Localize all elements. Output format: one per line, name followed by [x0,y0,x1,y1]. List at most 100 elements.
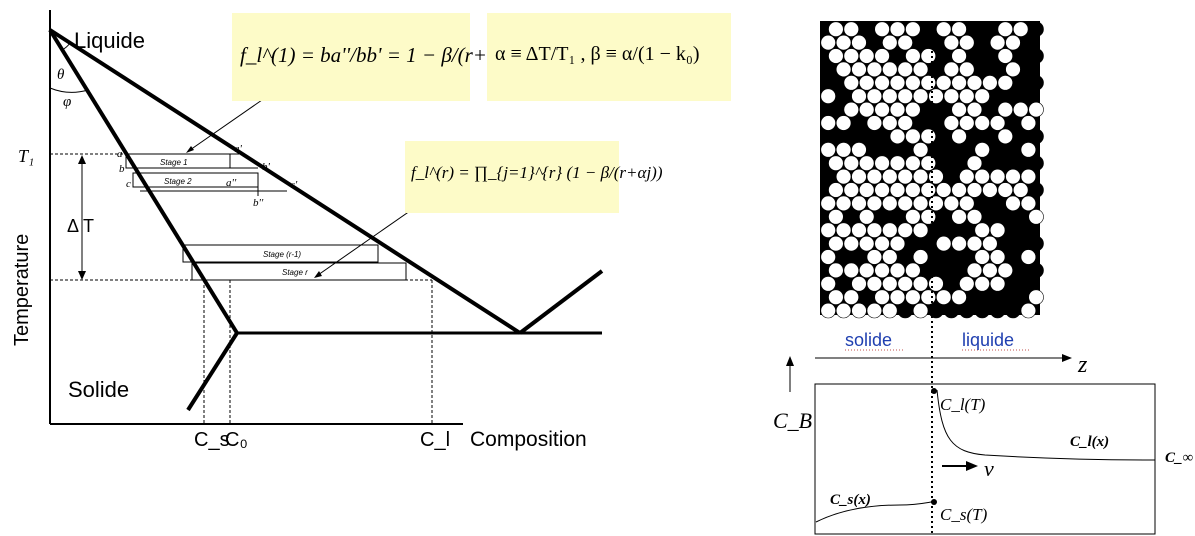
grain [997,235,1013,252]
cl-label: C_l [420,429,450,451]
grain [889,48,906,64]
grain [905,128,921,145]
grain [966,48,983,64]
grain [828,101,844,118]
clt-label: C_l(T) [940,395,986,414]
grain [835,115,852,131]
grain [928,302,944,319]
grain [943,61,960,78]
grain [1012,48,1029,64]
grain [851,34,867,51]
formula-f1-box: f_l^(1) = ba''/bb' = 1 − β/(r+α) [232,13,505,101]
grain [920,21,936,37]
grain [974,115,990,131]
grain [897,142,913,158]
grain [1005,34,1021,51]
grain [982,101,998,118]
grain [835,142,852,158]
theta-arc [61,42,71,51]
grain [966,182,983,198]
phase-diagram: Liquide Solide Temperature Composition T… [11,10,604,451]
grain [874,235,890,252]
grain [820,168,836,185]
grain [1012,182,1029,198]
grain [1028,235,1044,252]
grain [912,34,929,51]
grain [882,302,898,319]
grain [974,222,990,238]
formula-alpha-beta-box: α ≡ ΔT/T₁ , β ≡ α/(1 − k₀) [487,13,731,101]
grain [1028,262,1044,279]
grain [928,276,944,292]
grain [843,48,859,64]
stage-2-label: Stage 2 [164,177,192,186]
y-axis-label: Temperature [11,234,33,346]
grain [1020,142,1037,158]
grain [889,209,906,225]
grain [874,155,890,171]
grain [1012,21,1029,37]
stage-r1-box [182,244,379,263]
csx-label: C_s(x) [830,492,871,508]
grain [974,88,990,104]
velocity-arrowhead [966,461,978,471]
grain [843,128,859,145]
grain [889,289,906,305]
grain [920,289,936,305]
grain [997,21,1013,37]
grain [843,155,859,171]
grain [897,249,913,265]
grain [905,21,921,37]
grain [866,61,883,78]
grain [982,235,998,252]
grain [874,128,890,145]
grain [851,276,867,292]
grain [835,249,852,265]
grain [858,101,875,118]
grain [920,48,936,64]
grain [943,88,960,104]
x-axis-label: Composition [470,428,587,451]
microstructure-panel [820,21,1044,536]
point-b-double-prime: b'' [253,197,264,209]
formula-f1: f_l^(1) = ba''/bb' = 1 − β/(r+α) [240,43,505,67]
grain [889,128,906,145]
grain [951,235,967,252]
grain [935,182,952,198]
grain [920,182,936,198]
stage-r1-label: Stage (r-1) [263,250,301,259]
grain [982,182,998,198]
grain [966,128,983,145]
grain [851,249,867,265]
grain [1005,115,1021,131]
grain [943,222,960,238]
cb-label: C_B [773,408,812,433]
grain [897,115,913,131]
grain [835,61,852,78]
grain [874,182,890,198]
grain [835,34,852,51]
grain [835,88,852,104]
grain [1028,21,1044,37]
grain [866,88,883,104]
phi-label: φ [63,94,71,110]
grain [959,249,975,265]
grain [905,48,921,64]
grain [905,155,921,171]
grain [982,75,998,91]
grain [1020,168,1037,185]
grain [989,34,1006,51]
grain [997,101,1013,118]
grain [1028,75,1044,91]
grain [820,276,836,292]
phi-arc [49,87,89,93]
grain [974,302,990,319]
grain [889,21,906,37]
grain [1028,101,1044,118]
grain [982,128,998,145]
grain [951,182,967,198]
grain [989,115,1006,131]
grain [982,262,998,279]
grain [851,142,867,158]
grain [889,182,906,198]
